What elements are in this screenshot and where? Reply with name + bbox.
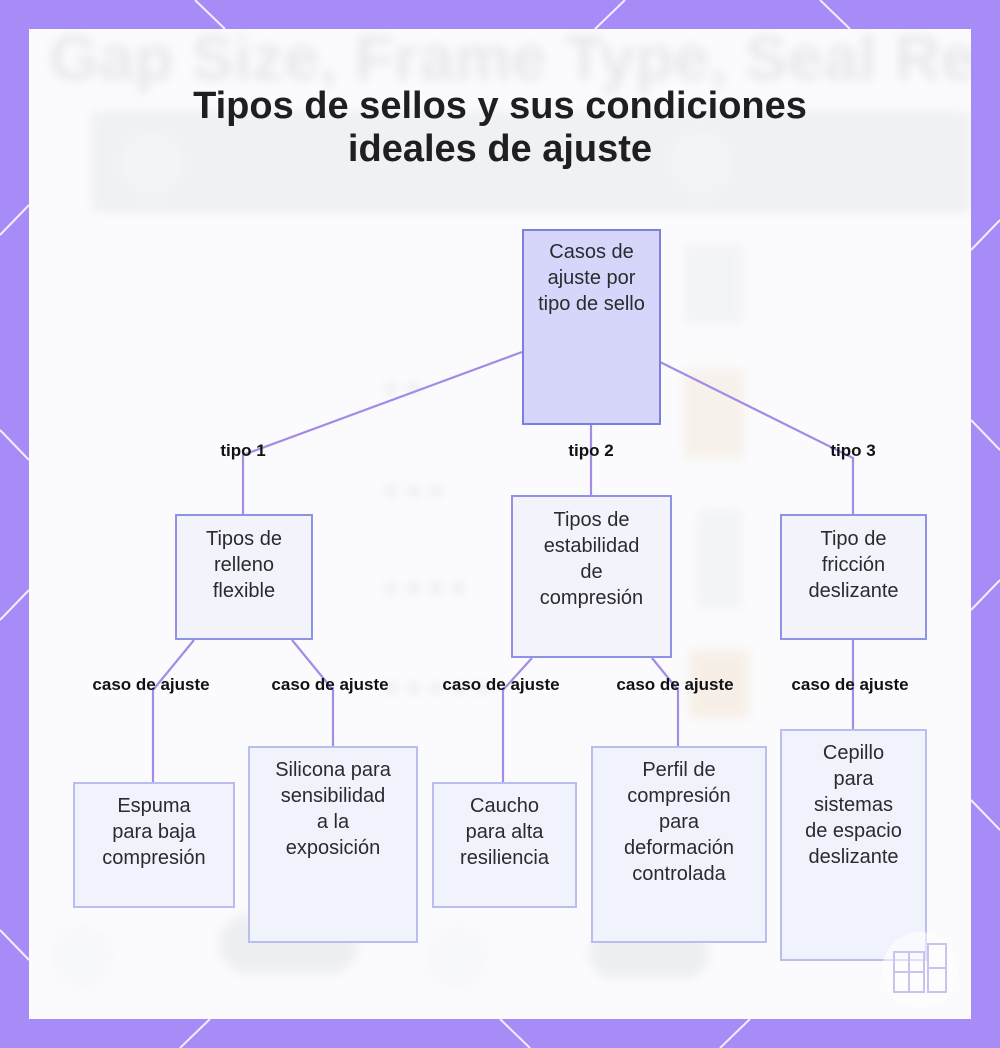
edge-label-type3: tipo 3 [830, 441, 876, 460]
node-leaf-rubber-label: Caucho para alta resiliencia [460, 795, 549, 869]
background-ghost-title: Gap Size, Frame Type, Seal Recom [49, 29, 971, 94]
window-frame-logo-icon [882, 932, 958, 1008]
node-leaf-profile-label: Perfil de compresión para deformación co… [623, 759, 735, 885]
background-ghost-swatch [684, 369, 744, 459]
background-ghost-circle [669, 129, 735, 195]
edge-label-case: caso de ajuste [616, 675, 734, 694]
diagram-title: Tipos de sellos y sus condiciones ideale… [193, 85, 807, 170]
node-type1-label: Tipos de relleno flexible [206, 528, 282, 602]
node-type3-label: Tipo de fricción deslizante [808, 528, 899, 602]
background-ghost-circle [424, 924, 490, 990]
edge-type2-leaf3 [501, 657, 533, 782]
node-leaf-brush-label: Cepillo para sistemas de espacio desliza… [805, 742, 902, 868]
node-leaf-brush: Cepillo para sistemas de espacio desliza… [780, 729, 927, 961]
node-leaf-silicone: Silicona para sensibilidad a la exposici… [248, 746, 418, 943]
background-ghost-swatch [697, 509, 742, 609]
background-ghost-rating: ●●●● [384, 574, 474, 601]
edge-label-case: caso de ajuste [271, 675, 389, 694]
edge-label-case: caso de ajuste [791, 675, 909, 694]
background-ghost-rating: ●●●●● [384, 674, 497, 701]
background-ghost-swatch [689, 649, 749, 719]
edge-type2-leaf4 [651, 657, 680, 746]
edge-label-case: caso de ajuste [442, 675, 560, 694]
edge-root-type3 [659, 361, 855, 514]
edge-label-type1: tipo 1 [220, 441, 266, 460]
edge-type1-leaf2 [291, 639, 335, 746]
node-leaf-foam-label: Espuma para baja compresión [102, 795, 206, 869]
edge-label-type2: tipo 2 [568, 441, 614, 460]
edge-root-type1 [241, 350, 523, 514]
background-ghost-swatch [684, 244, 744, 324]
node-type2-label: Tipos de estabilidad de compresión [539, 509, 644, 609]
background-ghost-circle [119, 129, 185, 195]
node-leaf-rubber: Caucho para alta resiliencia [432, 782, 577, 908]
node-type3: Tipo de fricción deslizante [780, 514, 927, 640]
background-ghost-rating: ●●● [384, 477, 452, 504]
node-type2: Tipos de estabilidad de compresión [511, 495, 672, 658]
edge-label-case: caso de ajuste [92, 675, 210, 694]
node-root-label: Casos de ajuste por tipo de sello [538, 241, 645, 315]
background-ghost-header [91, 111, 971, 213]
background-ghost-circle [49, 924, 115, 990]
node-leaf-silicone-label: Silicona para sensibilidad a la exposici… [275, 759, 391, 859]
node-leaf-profile: Perfil de compresión para deformación co… [591, 746, 767, 943]
node-leaf-foam: Espuma para baja compresión [73, 782, 235, 908]
edge-type1-leaf1 [151, 639, 195, 782]
node-root: Casos de ajuste por tipo de sello [522, 229, 661, 425]
node-type1: Tipos de relleno flexible [175, 514, 313, 640]
